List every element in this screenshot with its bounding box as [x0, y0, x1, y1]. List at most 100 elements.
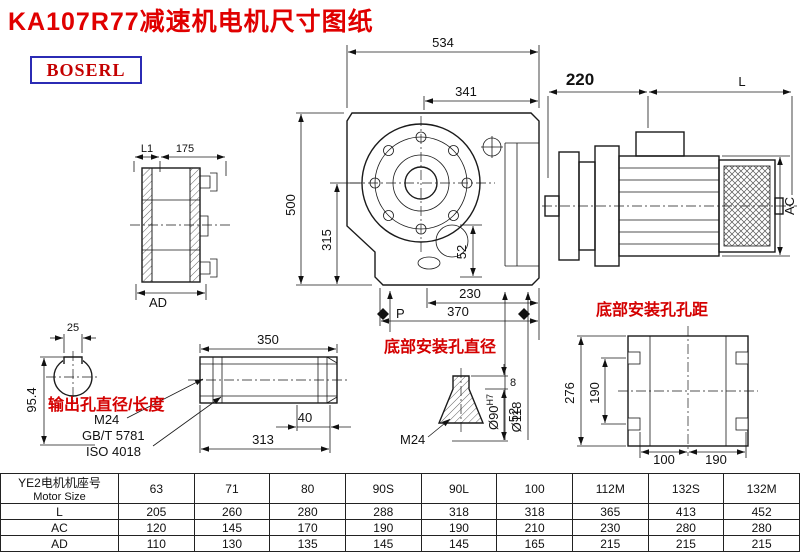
size-column-header: 90S [344, 473, 422, 504]
dim-95-4-label: 95.4 [24, 387, 39, 412]
housing-boss-circle [435, 224, 469, 258]
extension-lines [133, 161, 227, 300]
extension-lines [40, 334, 95, 446]
dim-315-label: 315 [319, 229, 334, 251]
cell: 452 [723, 503, 800, 520]
bolt-hole [383, 210, 394, 221]
dim-534-label: 534 [432, 35, 454, 50]
mounting-slot [627, 417, 641, 431]
extension-lines [296, 45, 540, 340]
dim-52b-label: 52 [506, 408, 521, 422]
size-column-header: 90L [420, 473, 498, 504]
table-row-L: L 205 260 280 288 318 318 365 413 452 [0, 503, 800, 520]
boserl-logo: BOSERL [30, 56, 142, 84]
cell: 318 [420, 503, 498, 520]
cell: 135 [269, 535, 346, 552]
size-column-header: 80 [269, 473, 346, 504]
dim-L-label: L [738, 74, 745, 89]
dia-118-label: Ø118 [509, 402, 524, 433]
dim-52-label: 52 [454, 245, 469, 259]
bolt-hole [448, 145, 459, 156]
size-column-header: 132M [723, 473, 800, 504]
mounting-slot [735, 351, 749, 365]
header-cn: YE2电机机座号 [18, 476, 101, 490]
cell: 280 [647, 519, 725, 536]
size-column-header: 112M [571, 473, 649, 504]
section-diamond [518, 308, 530, 320]
cell: 205 [118, 503, 195, 520]
mounting-slot [627, 351, 641, 365]
header-en: Motor Size [33, 491, 86, 503]
bottom-hole-title: 底部安装孔直径 [384, 337, 496, 356]
size-column-header: 63 [118, 473, 195, 504]
dia-90-label: Ø90H7 [485, 394, 501, 430]
cell: 230 [571, 519, 649, 536]
drain-plug-ellipse [417, 256, 441, 270]
motor-flange-lines [504, 142, 539, 267]
dim-370-label: 370 [447, 304, 469, 319]
cell: 365 [571, 503, 649, 520]
table-row-AC: AC 120 145 170 190 190 210 230 280 280 [0, 519, 800, 536]
dim-40-label: 40 [298, 410, 312, 425]
leader-line [427, 418, 451, 438]
side-view: 220 L AC [542, 70, 797, 267]
cell: 145 [193, 519, 271, 536]
cell: 110 [118, 535, 195, 552]
terminal-box [635, 131, 685, 157]
cell: 413 [647, 503, 725, 520]
page-title: KA107R77减速机电机尺寸图纸 [8, 8, 374, 36]
iso-standard-label: ISO 4018 [86, 444, 141, 459]
dim-341-label: 341 [455, 84, 477, 99]
cell: 318 [496, 503, 573, 520]
dim-350-label: 350 [257, 332, 279, 347]
shaft-centerlines [46, 351, 100, 403]
dim-230-label: 230 [459, 286, 481, 301]
flange-bolts [200, 172, 218, 278]
dim-8-label: 8 [510, 377, 516, 389]
cell: 260 [193, 503, 271, 520]
dim-276-label: 276 [562, 382, 577, 404]
leader-line [152, 396, 222, 447]
bolt-hole [448, 210, 459, 221]
extension-lines [199, 344, 338, 453]
shaft-end-view: 25 95.4 [24, 322, 100, 446]
table-header-row: YE2电机机座号 Motor Size 63 71 80 90S 90L 100… [0, 473, 800, 504]
row-label: L [0, 503, 119, 520]
bottom-hole-detail: 底部安装孔直径 8 52 M24 [384, 337, 521, 447]
extension-lines [577, 335, 747, 458]
dim-190h-label: 190 [705, 452, 727, 467]
cell: 170 [269, 519, 346, 536]
cell: 190 [420, 519, 498, 536]
dimension-drawing: 534 341 500 315 52 230 370 P [24, 35, 797, 467]
dim-220-label: 220 [566, 70, 594, 89]
m24-bottom-label: M24 [400, 432, 425, 447]
m24-label: M24 [94, 412, 119, 427]
dim-100-label: 100 [653, 452, 675, 467]
dim-L1-label: L1 [141, 143, 153, 155]
cell: 130 [193, 535, 271, 552]
eye-bolt-cross [481, 136, 503, 158]
flange-centerlines [350, 116, 495, 252]
extension-lines [547, 96, 793, 257]
cell: 215 [571, 535, 649, 552]
front-view: 534 341 500 315 52 230 370 P [283, 35, 540, 340]
dim-AC-label: AC [782, 197, 797, 215]
fan-grille [723, 165, 771, 247]
row-label: AC [0, 519, 119, 536]
cell: 210 [496, 519, 573, 536]
size-column-header: 71 [193, 473, 271, 504]
output-bore-label: 输出孔直径/长度 [48, 395, 165, 414]
dim-AD-label: AD [149, 295, 167, 310]
motor-fins [619, 167, 719, 245]
cell: 190 [344, 519, 422, 536]
dim-190v-label: 190 [587, 382, 602, 404]
cell: 215 [723, 535, 800, 552]
extension-lines [452, 375, 508, 442]
output-shaft-view: 350 40 313 输出孔直径/长度 M24 GB/T 5781 ISO 40… [48, 292, 531, 459]
gb-standard-label: GB/T 5781 [82, 428, 145, 443]
mounting-slot [735, 417, 749, 431]
gearbox-body-outline [346, 112, 540, 286]
table-row-AD: AD 110 130 135 145 145 165 215 215 215 [0, 535, 800, 552]
base-centerlines [618, 326, 758, 456]
